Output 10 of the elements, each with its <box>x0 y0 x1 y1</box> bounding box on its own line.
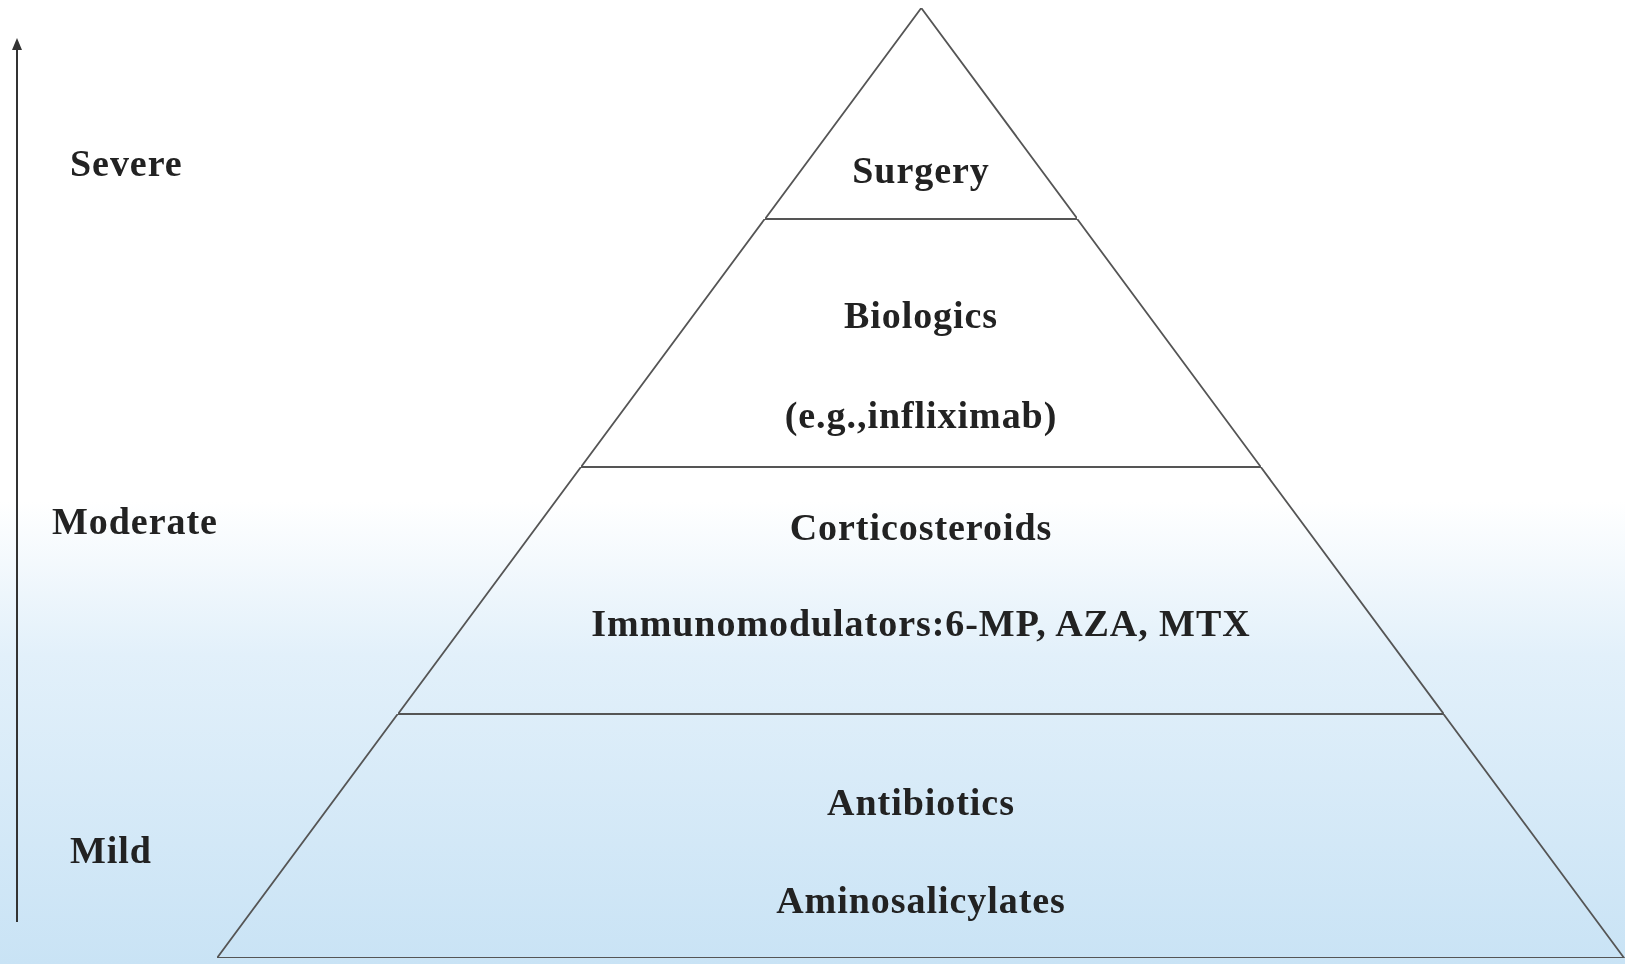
severity-label: Moderate <box>52 499 218 544</box>
tier-text: Aminosalicylates <box>776 878 1066 923</box>
tier-text: Surgery <box>852 148 990 193</box>
tier-text: Antibiotics <box>827 780 1015 825</box>
severity-label: Mild <box>70 828 152 873</box>
tier-text: (e.g.,infliximab) <box>784 393 1058 438</box>
tier-text: Corticosteroids <box>789 505 1053 550</box>
tier-text: Immunomodulators:6-MP, AZA, MTX <box>591 601 1251 646</box>
severity-label: Severe <box>70 141 183 186</box>
tier-text: Biologics <box>843 293 999 338</box>
